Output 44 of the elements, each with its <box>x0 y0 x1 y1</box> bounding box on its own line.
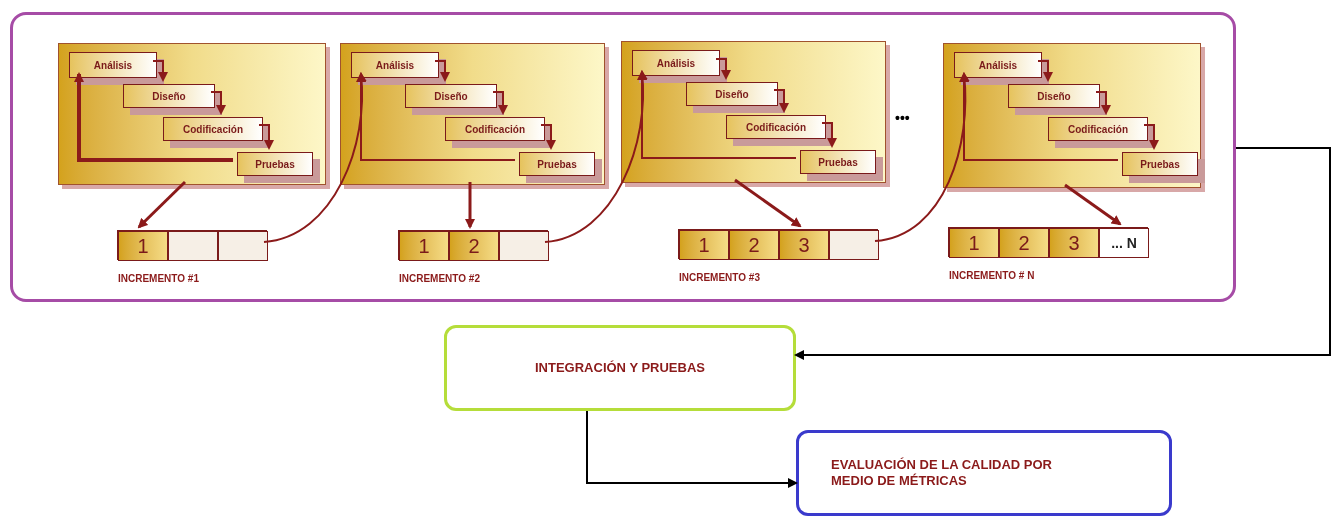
increment-cell: 2 <box>729 230 779 260</box>
arrow <box>794 147 1331 360</box>
increment-label: INCREMENTO #2 <box>399 272 480 286</box>
ellipsis-label: ••• <box>895 109 910 128</box>
arrow <box>356 72 516 161</box>
arrow <box>74 72 233 162</box>
process-box: INTEGRACIÓN Y PRUEBAS <box>444 325 796 411</box>
group-frame <box>10 12 1236 302</box>
arrow <box>734 178 802 228</box>
increment-label: INCREMENTO #3 <box>679 271 760 285</box>
arrow <box>210 91 226 115</box>
arrow <box>258 124 274 150</box>
increment-cell <box>218 231 268 261</box>
arrow <box>1037 60 1053 82</box>
arrow <box>152 60 168 82</box>
arrow <box>821 122 837 148</box>
arrow <box>492 91 508 115</box>
arrow <box>540 124 556 150</box>
increment-cell: 2 <box>999 228 1049 258</box>
arrow <box>465 182 475 229</box>
process-box: EVALUACIÓN DE LA CALIDAD POR MEDIO DE MÉTRICAS <box>796 430 1172 516</box>
arrow <box>586 410 798 488</box>
arrow <box>1064 183 1122 226</box>
increment-cell: 2 <box>449 231 499 261</box>
increment-cell: 1 <box>118 231 168 261</box>
arrow <box>434 60 450 82</box>
increment-label: INCREMENTO # N <box>949 269 1035 283</box>
arrow <box>715 58 731 80</box>
increment-label: INCREMENTO #1 <box>118 272 199 286</box>
arrow <box>1095 91 1111 115</box>
arrow <box>959 72 1119 161</box>
arrow <box>637 70 797 159</box>
arrow <box>773 89 789 113</box>
increment-cell <box>829 230 879 260</box>
arrow <box>1143 124 1159 150</box>
increment-cell: ... N <box>1099 228 1149 258</box>
arrow <box>137 180 187 229</box>
increment-cell: 3 <box>1049 228 1099 258</box>
increment-cell <box>168 231 218 261</box>
increment-cell: 1 <box>399 231 449 261</box>
increment-cell: 1 <box>949 228 999 258</box>
increment-cell: 3 <box>779 230 829 260</box>
increment-cell: 1 <box>679 230 729 260</box>
increment-cell <box>499 231 549 261</box>
